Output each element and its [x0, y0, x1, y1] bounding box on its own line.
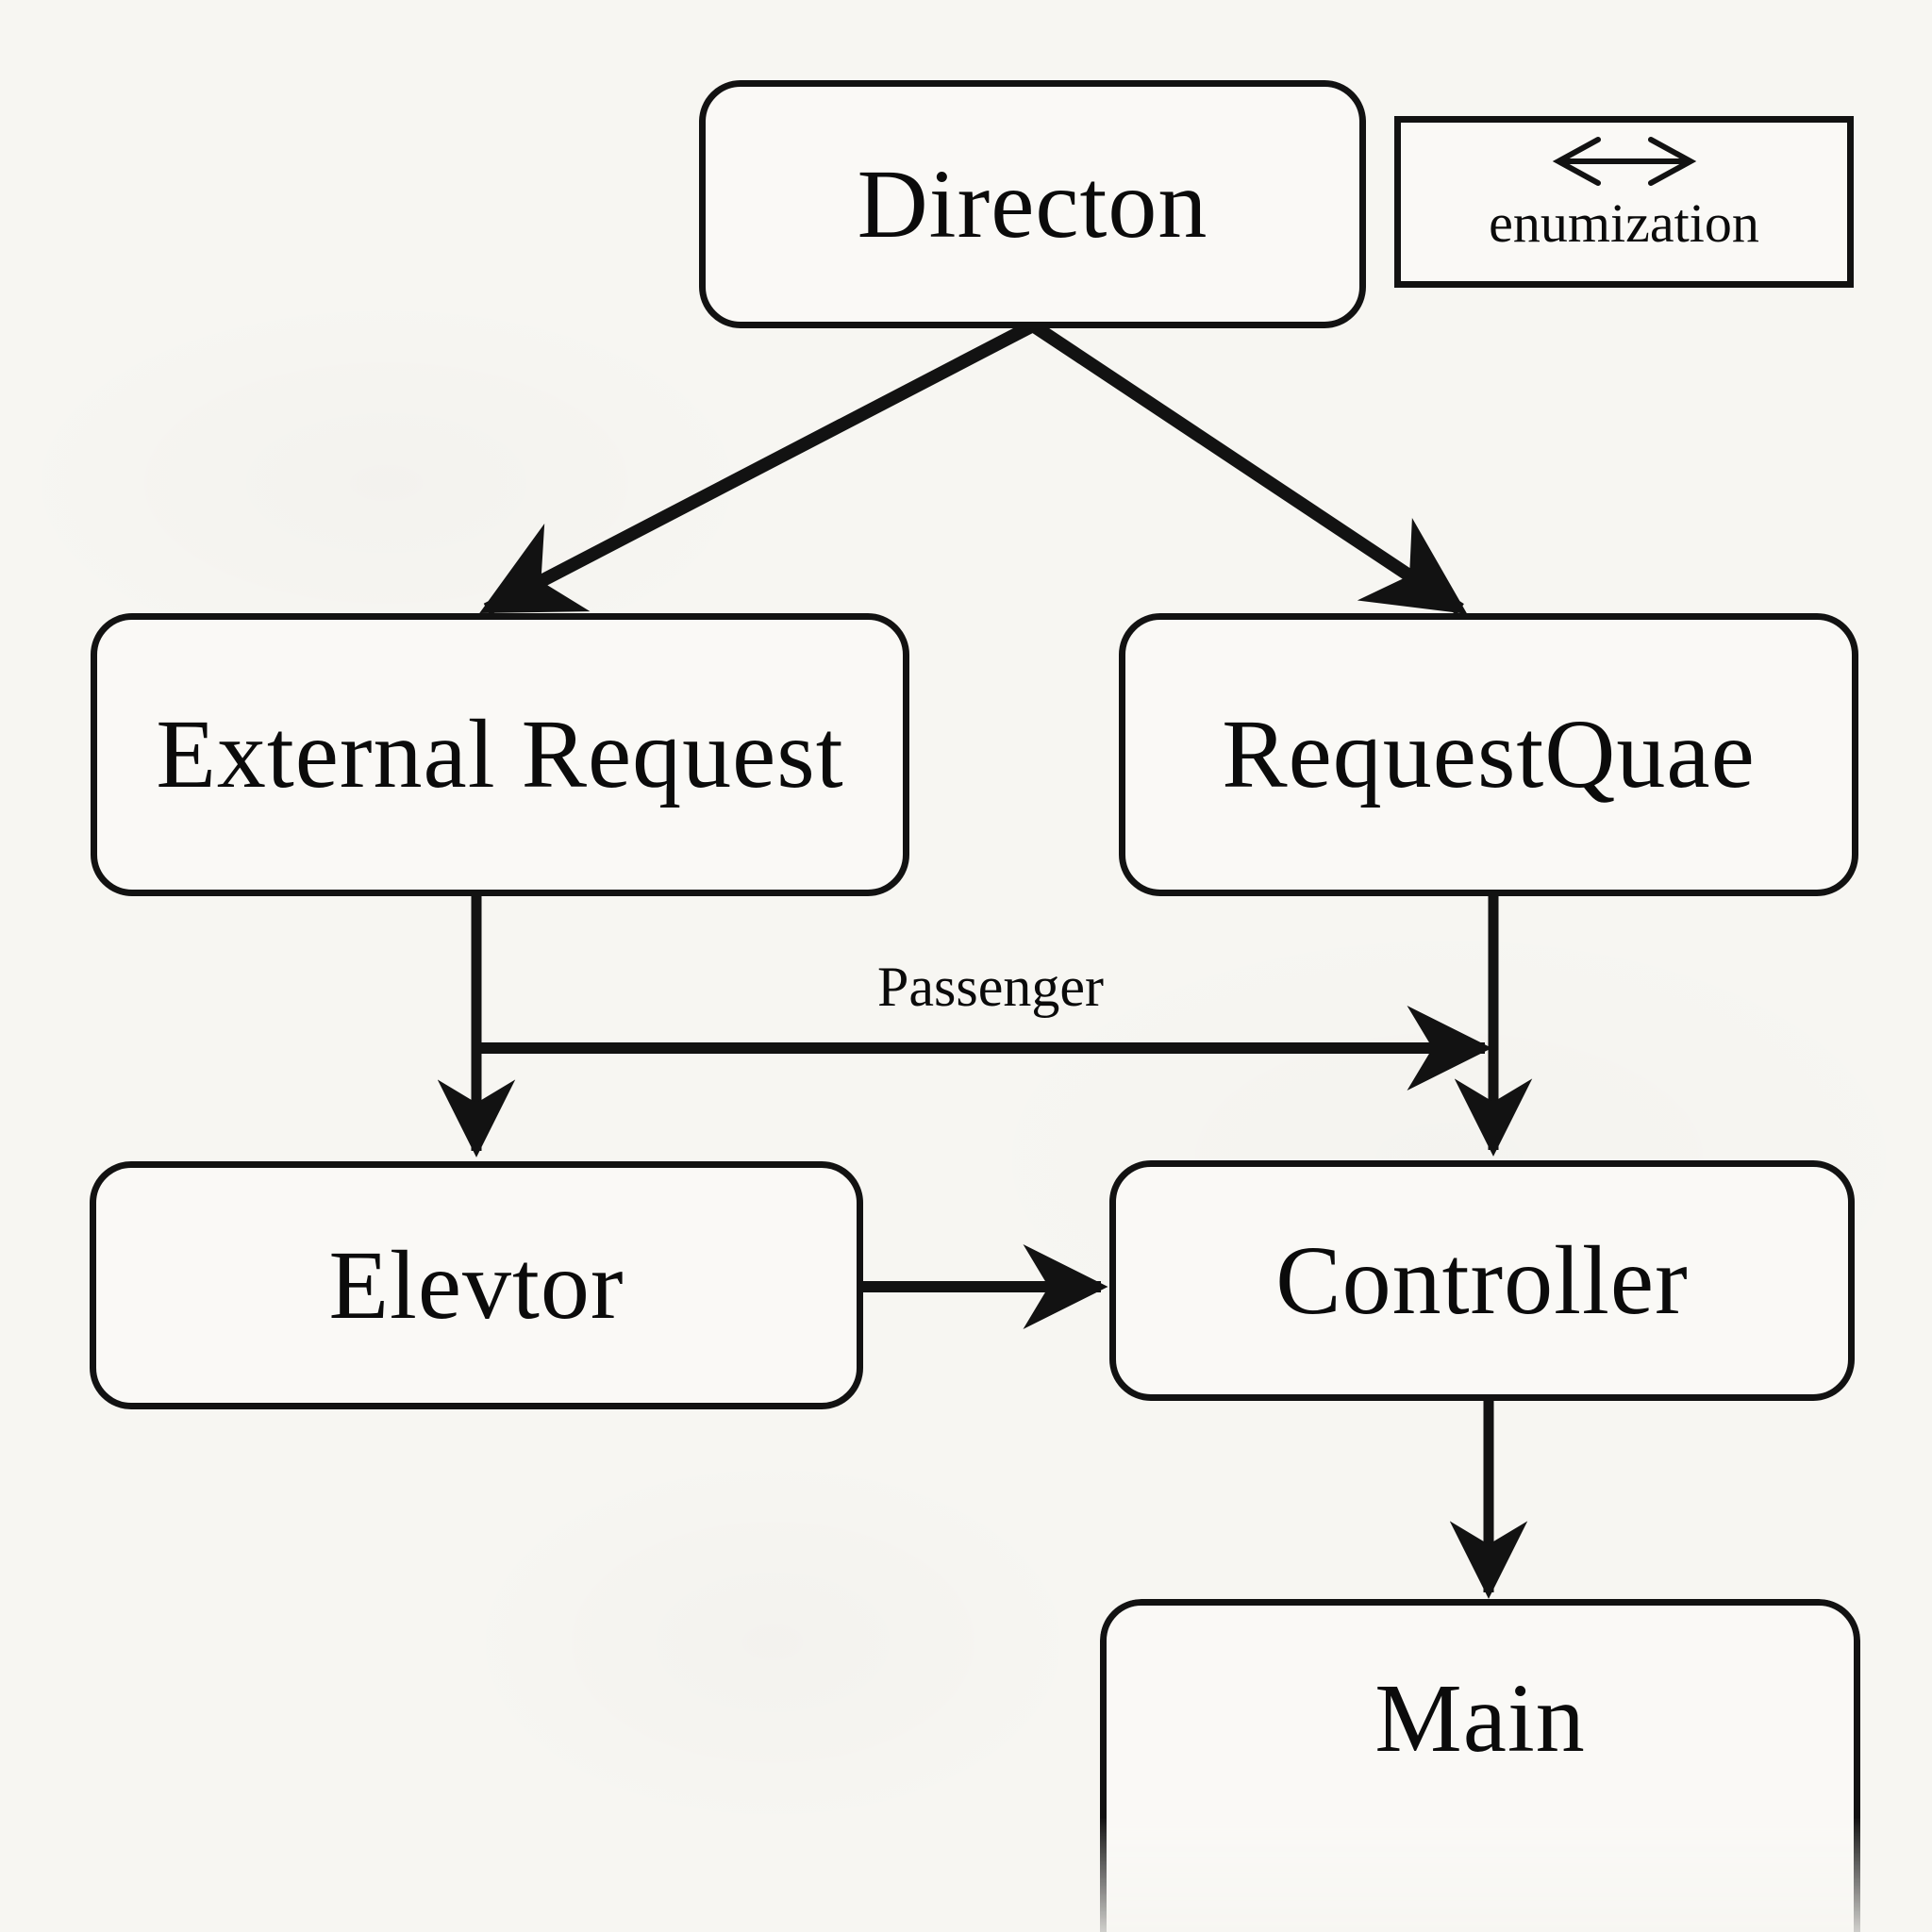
node-elevtor-label: Elevtor	[328, 1230, 625, 1340]
edge-directon-requestquae	[1029, 320, 1468, 615]
legend-label: enumization	[1489, 192, 1759, 254]
legend-box: enumization	[1394, 116, 1854, 288]
node-directon-label: Directon	[857, 149, 1208, 258]
node-external-request: External Request	[91, 613, 909, 896]
edge-label-passenger: Passenger	[877, 956, 1104, 1018]
node-controller: Controller	[1109, 1160, 1855, 1401]
node-requestquae-label: RequestQuae	[1222, 700, 1756, 808]
node-external-request-label: External Request	[156, 700, 844, 808]
edge-directon-external	[479, 319, 1037, 616]
node-elevtor: Elevtor	[90, 1161, 863, 1409]
node-directon: Directon	[699, 80, 1366, 328]
node-requestquae: RequestQuae	[1119, 613, 1858, 896]
node-controller-label: Controller	[1275, 1225, 1689, 1335]
node-main-label: Main	[1374, 1664, 1586, 1773]
node-main: Main	[1100, 1599, 1860, 1932]
double-arrow-icon	[1552, 137, 1696, 186]
